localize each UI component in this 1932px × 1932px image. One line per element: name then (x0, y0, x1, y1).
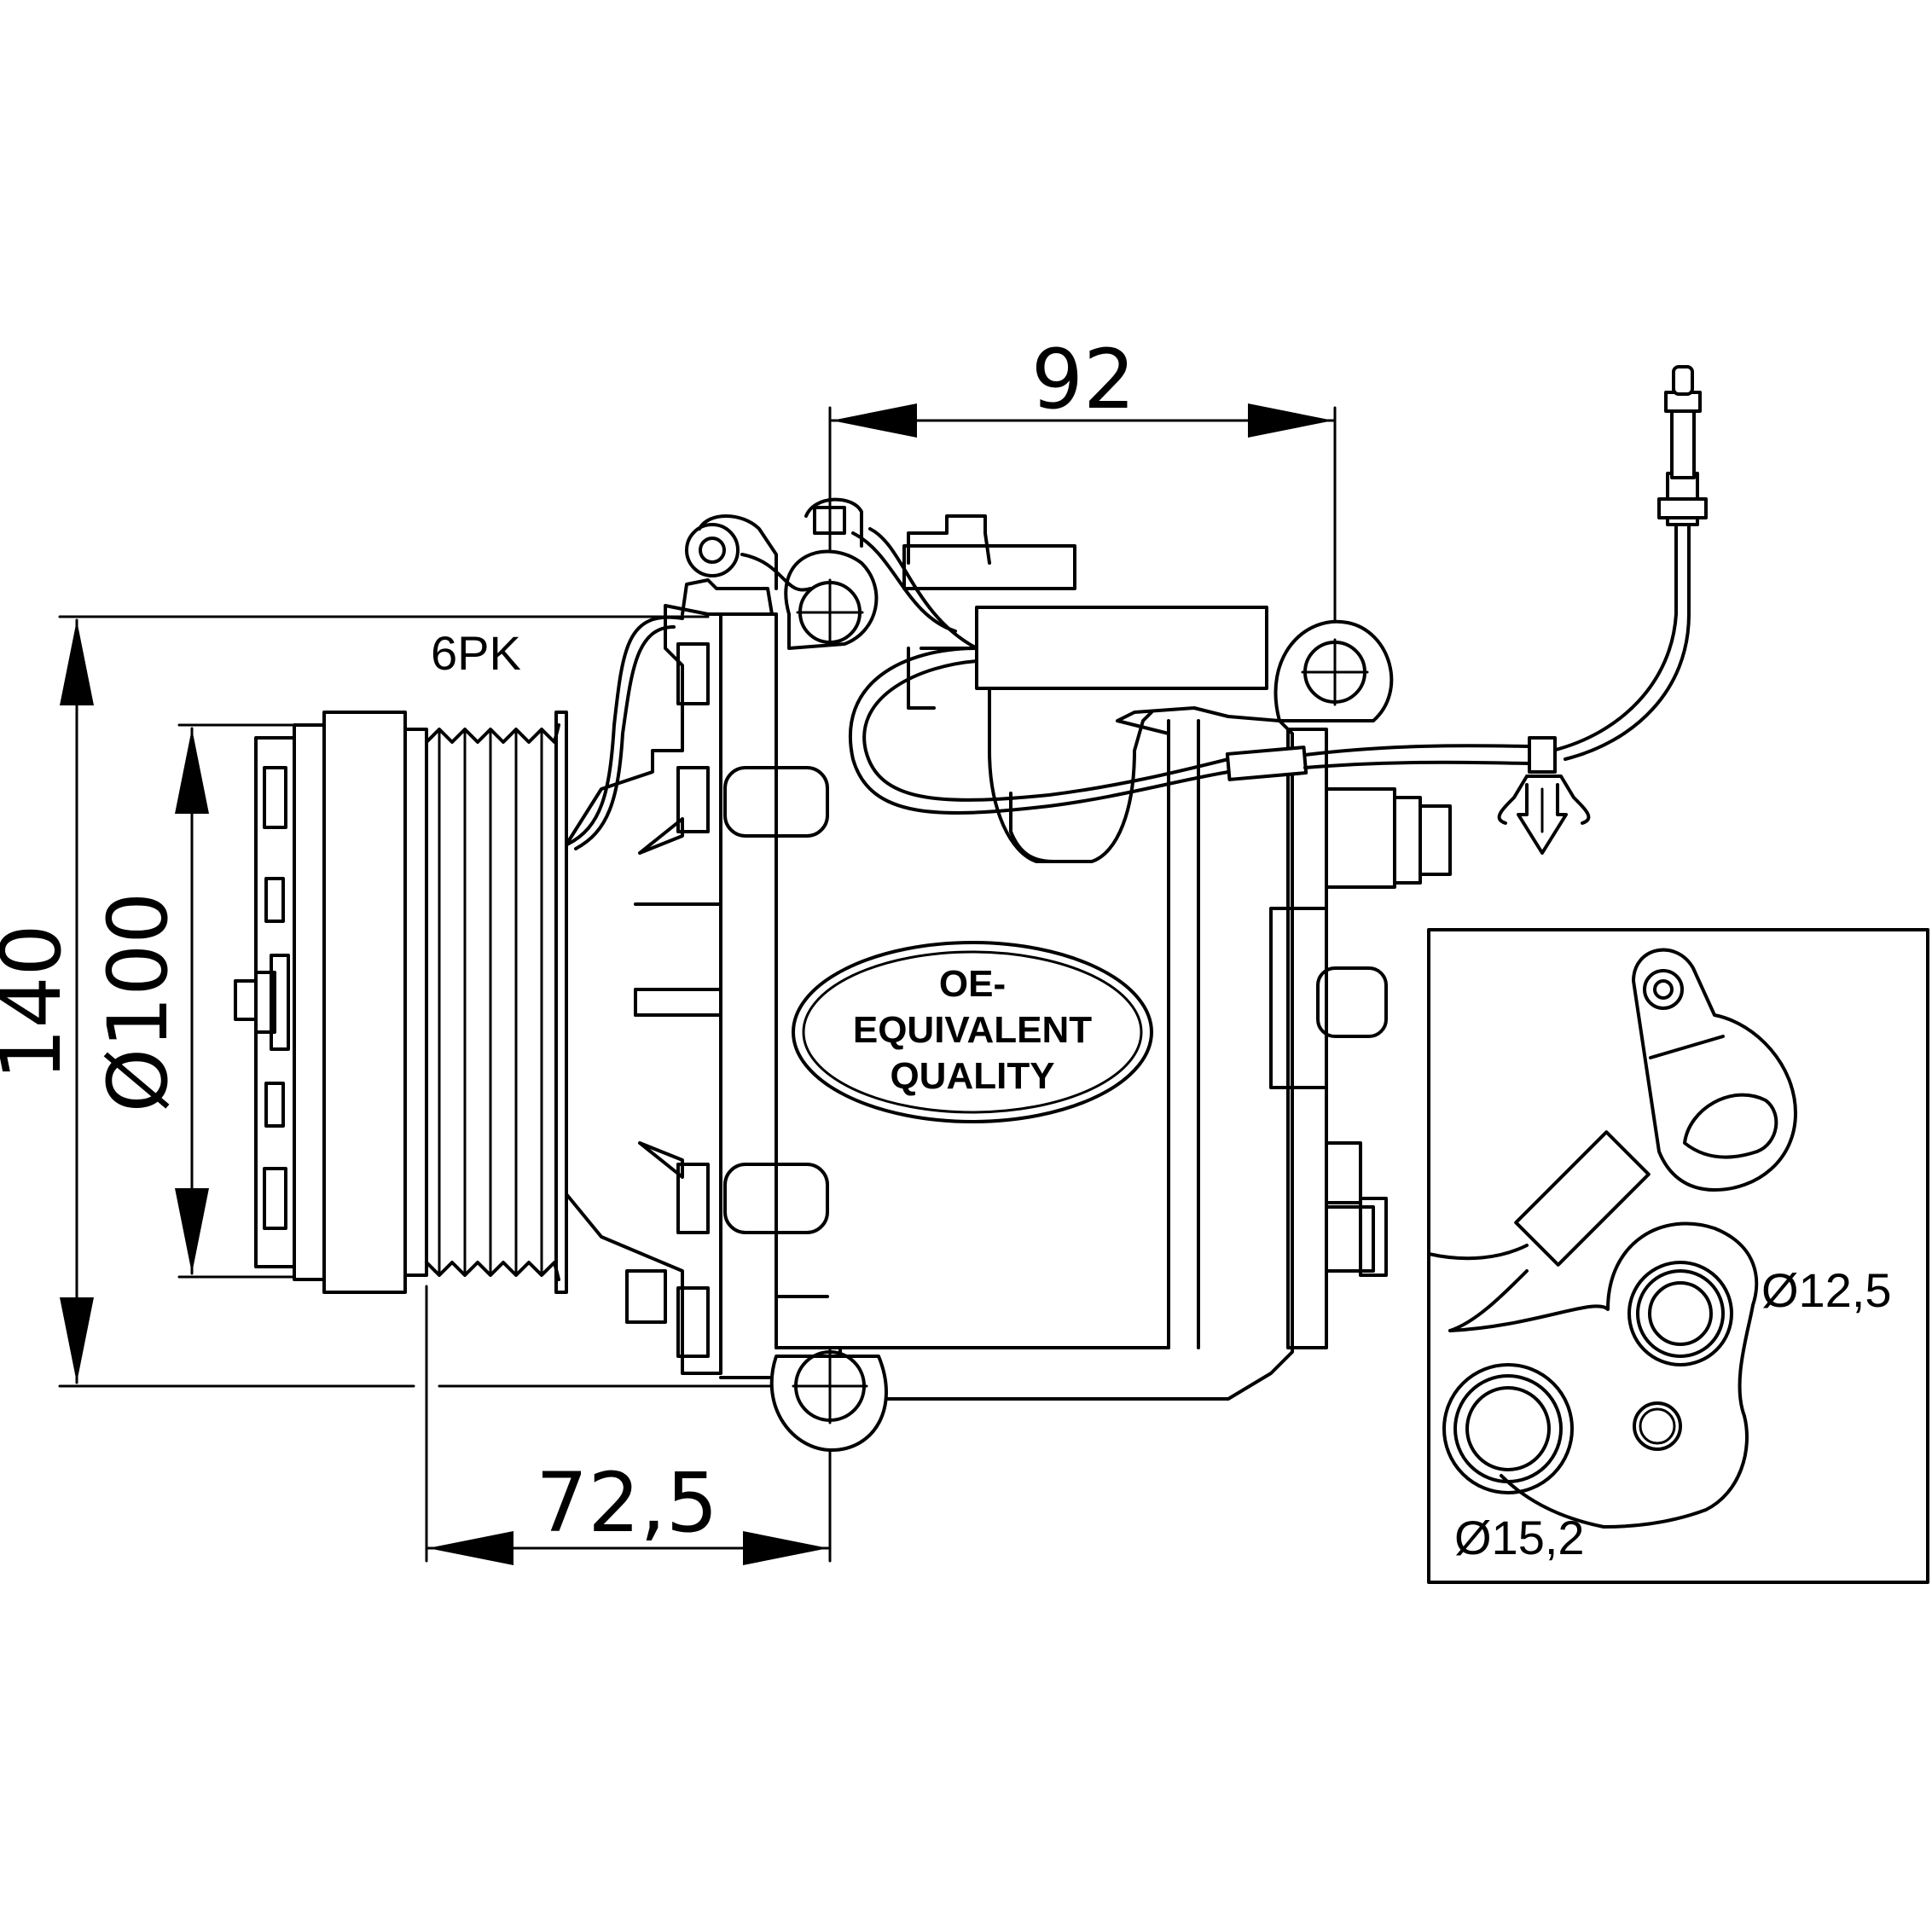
port-large-label: Ø15,2 (1454, 1511, 1585, 1564)
dim-height-140: 140 (0, 924, 79, 1080)
badge-line-1: OE- (939, 963, 1006, 1005)
pulley-clutch (234, 711, 568, 1294)
front-housing (565, 604, 722, 1375)
belt-label: 6PK (431, 626, 521, 680)
mounting-ears (769, 549, 1394, 1452)
badge-line-2: EQUIVALENT (853, 1009, 1092, 1051)
port-small-label: Ø12,5 (1761, 1263, 1892, 1317)
wiring (566, 365, 1708, 855)
oe-badge-outline (792, 941, 1153, 1123)
annotations: 92 140 Ø100 72,5 6PK Ø12,5 Ø15,2 (0, 332, 1892, 1564)
dim-width-92: 92 (1031, 332, 1135, 427)
rear-housing (1269, 728, 1452, 1349)
compressor-body: OE- EQUIVALENT QUALITY (719, 612, 1294, 1401)
dim-offset-72-5: 72,5 (536, 1455, 718, 1551)
top-fittings (681, 497, 1268, 863)
dim-pulley-diameter: Ø100 (90, 892, 186, 1113)
badge-line-3: QUALITY (890, 1055, 1054, 1097)
detail-inset (1427, 928, 1929, 1584)
